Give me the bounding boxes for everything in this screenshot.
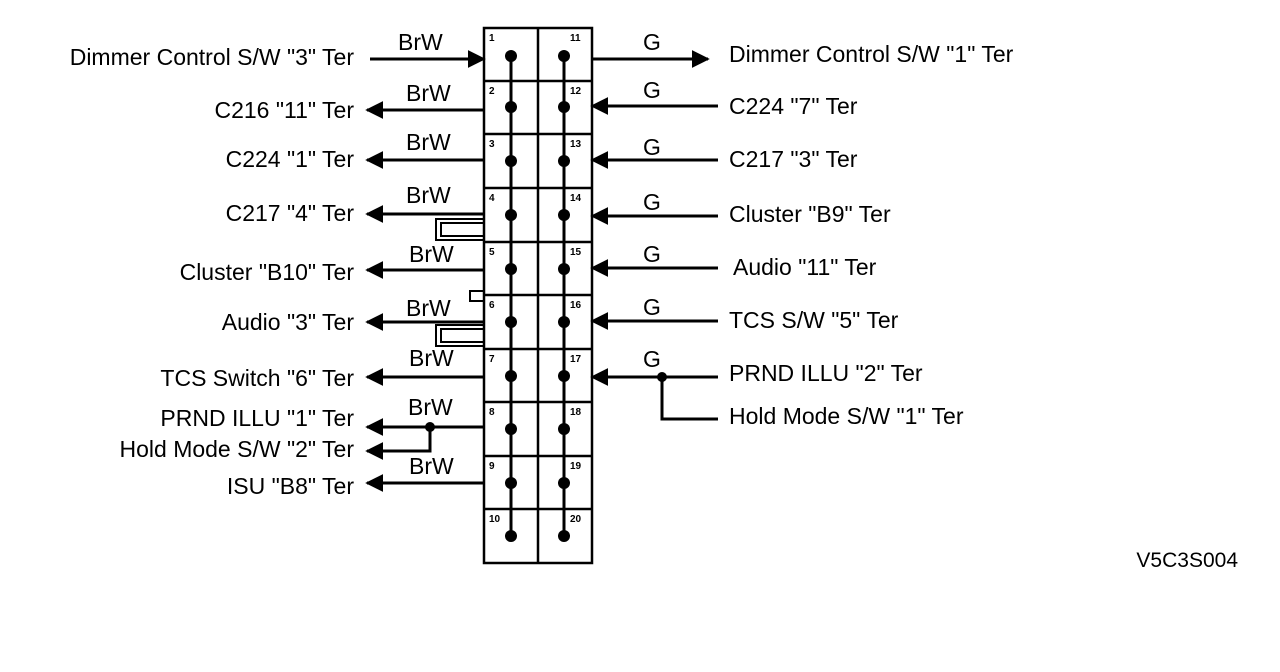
pin-number: 15 [570, 247, 582, 258]
left-wires [365, 50, 486, 492]
left-wire-8-branch [365, 427, 432, 460]
terminal-dot-20 [558, 530, 570, 542]
wire-color-label: BrW [406, 295, 451, 321]
terminal-dot-1 [505, 50, 517, 62]
terminal-dot-18 [558, 423, 570, 435]
terminal-dot-4 [505, 209, 517, 221]
internal-bus-bars [509, 56, 566, 536]
terminal-dot-2 [505, 101, 517, 113]
terminal-label: Audio "11" Ter [733, 254, 877, 280]
pin-numbers: 1 2 3 4 5 6 7 8 9 10 11 12 13 14 15 16 1… [489, 33, 582, 525]
left-terminal-labels: Dimmer Control S/W "3" Ter C216 "11" Ter… [70, 44, 355, 499]
terminal-dot-14 [558, 209, 570, 221]
terminal-label: Cluster "B10" Ter [180, 259, 355, 285]
terminal-label: Dimmer Control S/W "1" Ter [729, 41, 1014, 67]
pin-number: 9 [489, 461, 495, 472]
terminal-dot-11 [558, 50, 570, 62]
wire-color-label: G [643, 77, 661, 103]
terminal-label: ISU "B8" Ter [227, 473, 354, 499]
wire-color-label: G [643, 134, 661, 160]
wire-color-label: BrW [408, 394, 453, 420]
terminal-dots [505, 50, 570, 542]
terminal-label: Cluster "B9" Ter [729, 201, 891, 227]
wire-color-labels: BrW BrW BrW BrW BrW BrW BrW BrW BrW G G … [398, 29, 661, 479]
right-wires [590, 50, 718, 421]
pin-number: 7 [489, 354, 495, 365]
terminal-label: C217 "3" Ter [729, 146, 858, 172]
wire-color-label: G [643, 346, 661, 372]
pin-number: 3 [489, 139, 495, 150]
wire-color-label: BrW [406, 129, 451, 155]
connector-block [482, 26, 594, 565]
terminal-dot-8 [505, 423, 517, 435]
right-terminal-labels: Dimmer Control S/W "1" Ter C224 "7" Ter … [729, 41, 1014, 429]
splice-dot-right [657, 372, 667, 382]
terminal-dot-13 [558, 155, 570, 167]
wire-color-label: BrW [406, 182, 451, 208]
terminal-label: C216 "11" Ter [214, 97, 354, 123]
wire-color-label: BrW [398, 29, 443, 55]
terminal-dot-7 [505, 370, 517, 382]
terminal-label: PRND ILLU "1" Ter [160, 405, 354, 431]
pin-number: 2 [489, 86, 495, 97]
terminal-label: TCS Switch "6" Ter [160, 365, 354, 391]
pin-number: 10 [489, 514, 501, 525]
wire-color-label: BrW [409, 345, 454, 371]
terminal-dot-12 [558, 101, 570, 113]
terminal-label: C217 "4" Ter [226, 200, 355, 226]
pin-number: 13 [570, 139, 582, 150]
wire-color-label: G [643, 189, 661, 215]
wire-color-label: BrW [406, 80, 451, 106]
figure-code: V5C3S004 [1136, 549, 1238, 572]
terminal-label: C224 "1" Ter [226, 146, 355, 172]
terminal-label: PRND ILLU "2" Ter [729, 360, 923, 386]
terminal-label: Hold Mode S/W "1" Ter [729, 403, 964, 429]
pin-number: 11 [570, 33, 581, 44]
pin-number: 14 [570, 193, 582, 204]
pin-number: 6 [489, 300, 495, 311]
splice-dots [425, 372, 667, 432]
jumper-brackets [435, 218, 484, 347]
terminal-dot-15 [558, 263, 570, 275]
wire-color-label: G [643, 294, 661, 320]
terminal-label: C224 "7" Ter [729, 93, 858, 119]
terminal-dot-17 [558, 370, 570, 382]
wire-color-label: BrW [409, 241, 454, 267]
terminal-dot-10 [505, 530, 517, 542]
pin-number: 18 [570, 407, 582, 418]
terminal-dot-6 [505, 316, 517, 328]
pin-number: 19 [570, 461, 582, 472]
pin-number: 1 [489, 33, 495, 44]
pin-number: 17 [570, 354, 582, 365]
terminal-label: TCS S/W "5" Ter [729, 307, 899, 333]
terminal-dot-9 [505, 477, 517, 489]
right-wire-7-branch [660, 377, 718, 421]
pin-number: 16 [570, 300, 582, 311]
pin-number: 5 [489, 247, 495, 258]
terminal-dot-19 [558, 477, 570, 489]
terminal-dot-16 [558, 316, 570, 328]
pin-number: 20 [570, 514, 582, 525]
wire-color-label: G [643, 241, 661, 267]
pin-number: 4 [489, 193, 495, 204]
wire-color-label: BrW [409, 453, 454, 479]
terminal-label: Hold Mode S/W "2" Ter [120, 436, 355, 462]
pin-number: 12 [570, 86, 582, 97]
terminal-dot-5 [505, 263, 517, 275]
pin-number: 8 [489, 407, 495, 418]
terminal-label: Dimmer Control S/W "3" Ter [70, 44, 355, 70]
terminal-label: Audio "3" Ter [222, 309, 355, 335]
wire-color-label: G [643, 29, 661, 55]
terminal-dot-3 [505, 155, 517, 167]
splice-dot-left [425, 422, 435, 432]
